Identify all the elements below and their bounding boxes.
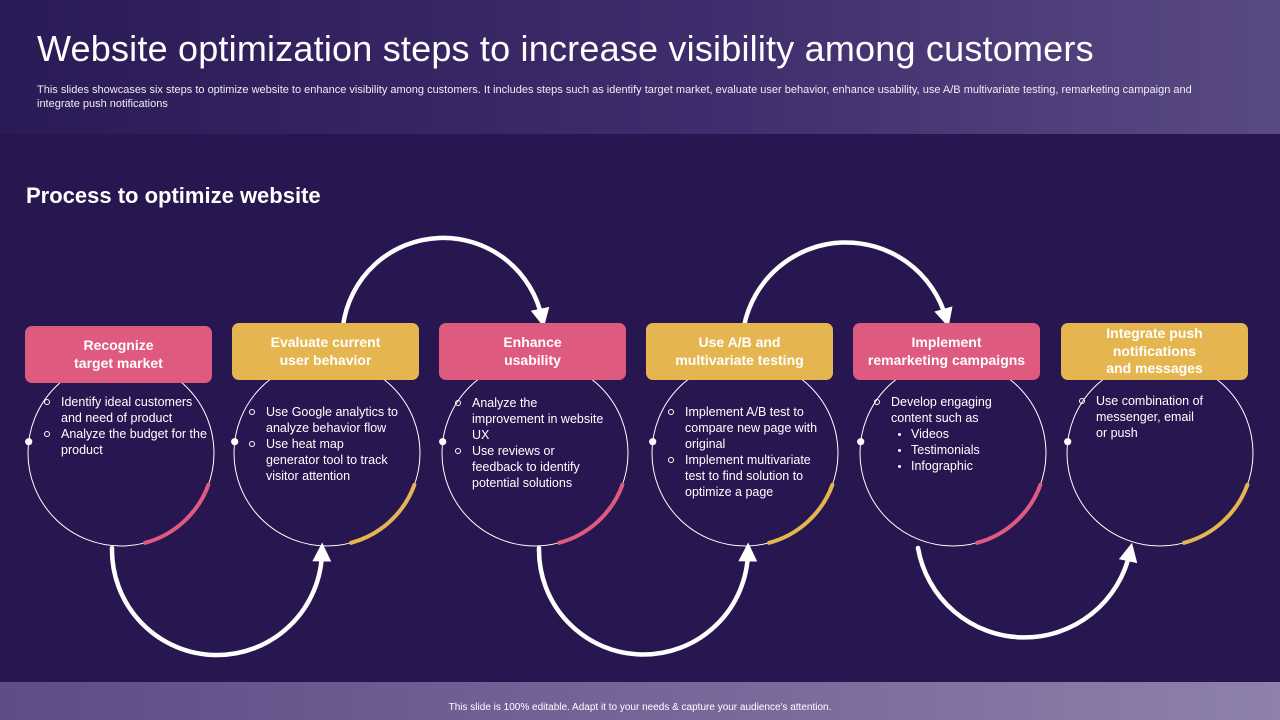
- step-4-dot: [649, 438, 657, 446]
- step-3-bullet-1: Analyze the improvement in website UX: [454, 395, 604, 443]
- slide-title: Website optimization steps to increase v…: [37, 28, 1094, 69]
- step-5-title: Implement remarketing campaigns: [867, 334, 1026, 368]
- slide-subtitle: This slides showcases six steps to optim…: [37, 84, 1192, 110]
- step-4-title-box: Use A/B and multivariate testing: [646, 323, 833, 380]
- step-2-bullets: Use Google analytics to analyze behavior…: [248, 404, 398, 484]
- step-6-title-box: Integrate push notifications and message…: [1061, 323, 1248, 380]
- step-5-bullets: Develop engaging content such as Videos …: [873, 394, 1023, 474]
- step-3-bullets: Analyze the improvement in website UX Us…: [454, 395, 604, 491]
- header-band: Website optimization steps to increase v…: [0, 0, 1280, 134]
- step-3-accent-arc: [557, 482, 625, 545]
- step-2-dot: [231, 438, 239, 446]
- step-5-bullet-1: Develop engaging content such as Videos …: [873, 394, 1023, 474]
- step-5-bullet-1-text: Develop engaging content such as: [891, 395, 992, 425]
- step-1-title: Recognize target market: [74, 337, 163, 371]
- step-6-dot: [1064, 438, 1072, 446]
- step-2-bullet-2: Use heat map generator tool to track vis…: [248, 436, 398, 484]
- section-heading: Process to optimize website: [26, 183, 321, 208]
- step-2-title-box: Evaluate current user behavior: [232, 323, 419, 380]
- step-5-sub-bullet-3: Infographic: [891, 458, 1023, 474]
- step-1-accent-arc: [143, 482, 211, 545]
- step-2-title: Evaluate current user behavior: [270, 334, 381, 368]
- step-1-bullets: Identify ideal customers and need of pro…: [43, 394, 208, 458]
- step-6-title: Integrate push notifications and message…: [1106, 325, 1203, 377]
- step-6-bullets: Use combination of messenger, email or p…: [1078, 393, 1208, 441]
- footer-text: This slide is 100% editable. Adapt it to…: [448, 702, 832, 713]
- step-3-bullet-2: Use reviews or feedback to identify pote…: [454, 443, 604, 491]
- step-5-dot: [857, 438, 865, 446]
- step-1-bullet-1: Identify ideal customers and need of pro…: [43, 394, 208, 426]
- footer-band: This slide is 100% editable. Adapt it to…: [0, 682, 1280, 720]
- step-2-accent-arc: [349, 482, 417, 545]
- step-6-bullet-1: Use combination of messenger, email or p…: [1078, 393, 1208, 441]
- step-2-bullet-1: Use Google analytics to analyze behavior…: [248, 404, 398, 436]
- step-4-bullets: Implement A/B test to compare new page w…: [667, 404, 827, 500]
- step-3-title: Enhance usability: [503, 334, 562, 368]
- step-5-sub-bullets: Videos Testimonials Infographic: [891, 426, 1023, 474]
- connector-arrow-4-5: [741, 240, 953, 329]
- step-5-sub-bullet-1: Videos: [891, 426, 1023, 442]
- step-4-bullet-2: Implement multivariate test to find solu…: [667, 452, 827, 500]
- step-4-title: Use A/B and multivariate testing: [675, 334, 804, 368]
- step-5-title-box: Implement remarketing campaigns: [853, 323, 1040, 380]
- step-3-title-box: Enhance usability: [439, 323, 626, 380]
- connector-arrow-1-2: [109, 542, 332, 658]
- connector-arrow-2-3: [340, 235, 550, 329]
- step-1-bullet-2: Analyze the budget for the product: [43, 426, 208, 458]
- step-4-bullet-1: Implement A/B test to compare new page w…: [667, 404, 827, 452]
- step-5-sub-bullet-2: Testimonials: [891, 442, 1023, 458]
- step-3-dot: [439, 438, 447, 446]
- step-6-accent-arc: [1182, 482, 1250, 545]
- step-4-accent-arc: [767, 482, 835, 545]
- connector-arrow-3-4: [536, 542, 758, 657]
- step-5-accent-arc: [975, 482, 1043, 545]
- connector-arrow-5-6: [915, 542, 1138, 640]
- step-1-title-box: Recognize target market: [25, 326, 212, 383]
- step-1-dot: [25, 438, 33, 446]
